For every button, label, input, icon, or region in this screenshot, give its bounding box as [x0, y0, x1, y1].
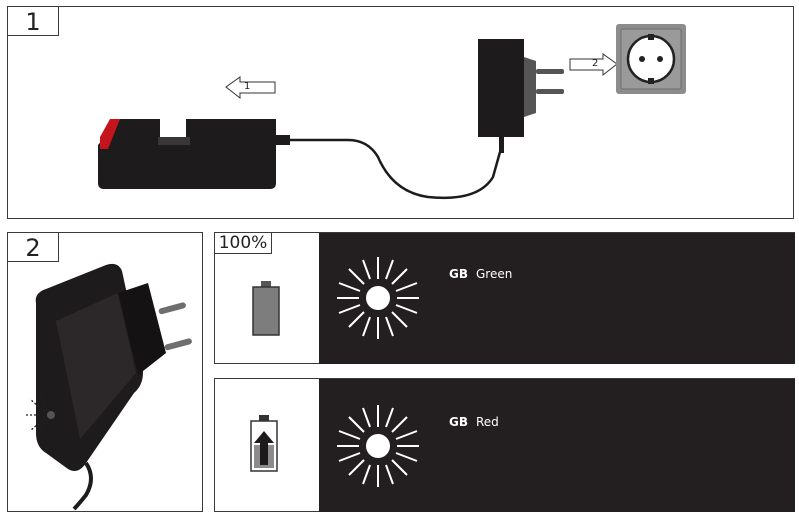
led-color-text: Green [476, 267, 513, 281]
arrow-insert-label: 1 [244, 81, 251, 92]
step-2-panel: 2 [7, 232, 203, 512]
led-color-text: Red [476, 415, 499, 429]
charge-level-tag: 100% [214, 232, 272, 254]
region-code: GB [449, 415, 468, 429]
step-number: 1 [7, 6, 59, 36]
led-on-icon [337, 257, 419, 339]
step-number: 2 [7, 232, 59, 262]
arrow-left-icon [225, 76, 276, 100]
region-code: GB [449, 267, 468, 281]
step-1-panel: 1 1 2 [7, 6, 794, 219]
arrow-plug-label: 2 [592, 58, 599, 69]
charger-base-icon [98, 119, 290, 189]
plug-adapter-icon [35, 263, 192, 511]
indicator-label: GB Green [449, 267, 512, 281]
indicator-row: 100% GB Green [214, 232, 795, 364]
led-on-icon [337, 405, 419, 487]
battery-full-icon [252, 281, 280, 336]
arrow-right-icon [569, 53, 618, 77]
battery-charging-icon [250, 415, 278, 472]
power-adapter-icon [478, 39, 564, 153]
led-light-icon [24, 394, 55, 436]
indicator-dark-panel: GB Red [319, 379, 795, 512]
indicator-label: GB Red [449, 415, 499, 429]
indicator-row: GB Red [214, 378, 795, 512]
wall-socket-icon [616, 24, 686, 94]
indicator-dark-panel: GB Green [319, 233, 795, 364]
cable-icon [288, 138, 502, 199]
